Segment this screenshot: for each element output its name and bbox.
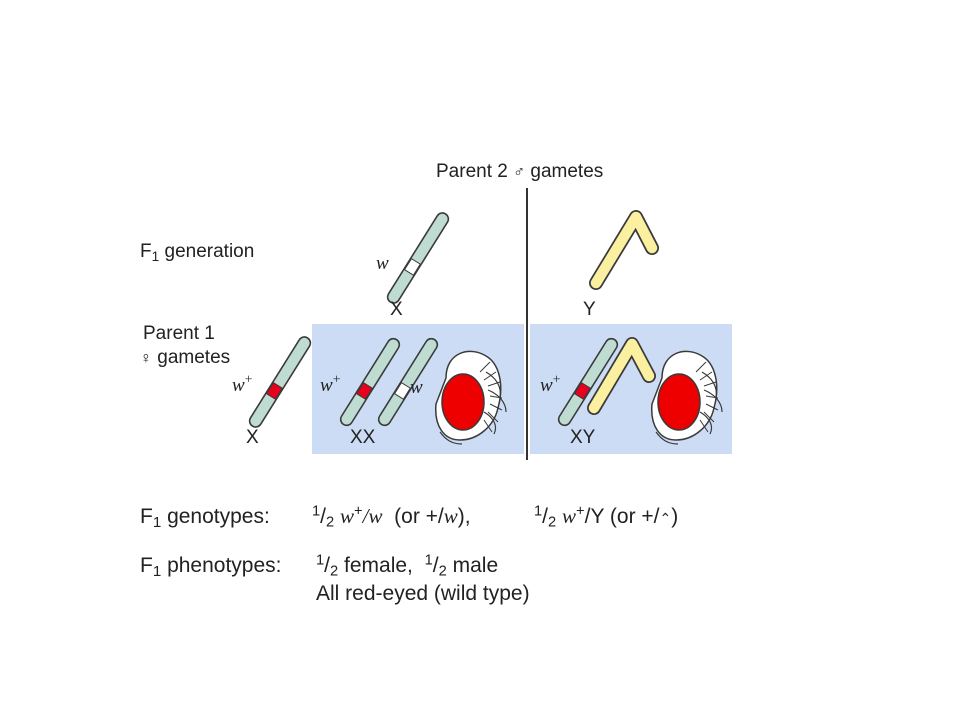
phenotype-description: All red-eyed (wild type) [316, 582, 530, 605]
f1-phenotypes-label: F1 phenotypes: [140, 554, 282, 581]
offspring-xy-wplus-label: w+ [540, 371, 561, 396]
parent1-gametes-label: ♀ gametes [140, 347, 231, 368]
offspring-xx-w-chromosome [377, 337, 439, 427]
male-fly-head-icon [651, 350, 723, 445]
female-fly-head-icon [435, 350, 507, 445]
f1-generation-label: F1 generation [140, 241, 255, 264]
male-x-allele-label: w [376, 253, 389, 274]
parent1-label: Parent 1 [143, 323, 215, 344]
offspring-xx-wplus-label: w+ [320, 371, 341, 396]
offspring-xx-wplus-chromosome [339, 337, 401, 427]
female-x-label: X [246, 427, 259, 448]
male-x-w-band [403, 257, 421, 276]
male-x-chromosome [386, 212, 450, 304]
genotype-female: 1/2 w+/w (or +/w), [312, 503, 471, 531]
y-hook-icon: ⌃ [659, 510, 672, 526]
offspring-xx-w-label: w [410, 377, 423, 398]
female-x-red-band [265, 381, 283, 400]
female-x-allele-label: w+ [232, 371, 253, 396]
female-x-chromosome [248, 336, 312, 428]
gametes-label: gametes [530, 161, 604, 182]
male-symbol-icon: ♂ [513, 164, 526, 181]
parent2-label: Parent 2 [436, 161, 508, 182]
offspring-xy-label: XY [570, 427, 596, 448]
genotype-male: 1/2 w+/Y (or +/⌃) [534, 503, 679, 531]
offspring-xx-label: XX [350, 427, 376, 448]
f1-genotypes-label: F1 genotypes: [140, 505, 270, 532]
parent2-header: Parent 2 ♂ gametes [436, 162, 603, 181]
male-x-label: X [390, 299, 403, 320]
phenotype-ratio: 1/2 female, 1/2 male [316, 552, 499, 580]
female-symbol-icon: ♀ [140, 350, 152, 367]
offspring-xy-wplus-chromosome [557, 337, 619, 427]
male-y-label: Y [583, 299, 596, 320]
